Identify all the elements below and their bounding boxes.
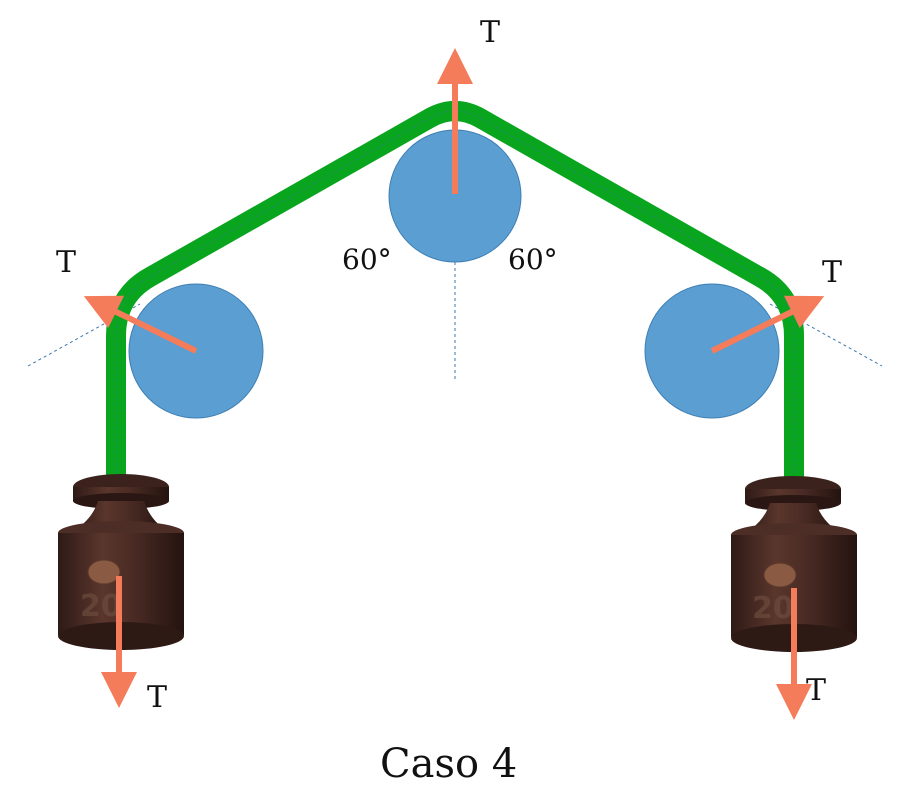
tension-label-right: T	[822, 255, 843, 290]
tension-arrow-left	[83, 295, 198, 354]
weight-left-marking: 20	[80, 589, 122, 624]
tension-label-bottom-left: T	[147, 680, 168, 715]
tension-label-bottom-right: T	[806, 673, 827, 708]
angle-label-left: 60°	[342, 243, 392, 276]
angle-label-right: 60°	[508, 243, 558, 276]
diagram-caption: Caso 4	[380, 741, 518, 787]
weight-right-marking: 20	[752, 591, 794, 626]
weight-left-seal	[87, 559, 121, 585]
tension-arrow-right	[710, 295, 825, 354]
tension-label-left: T	[56, 245, 77, 280]
tension-label-top: T	[480, 15, 501, 50]
weight-right-seal	[763, 562, 797, 588]
